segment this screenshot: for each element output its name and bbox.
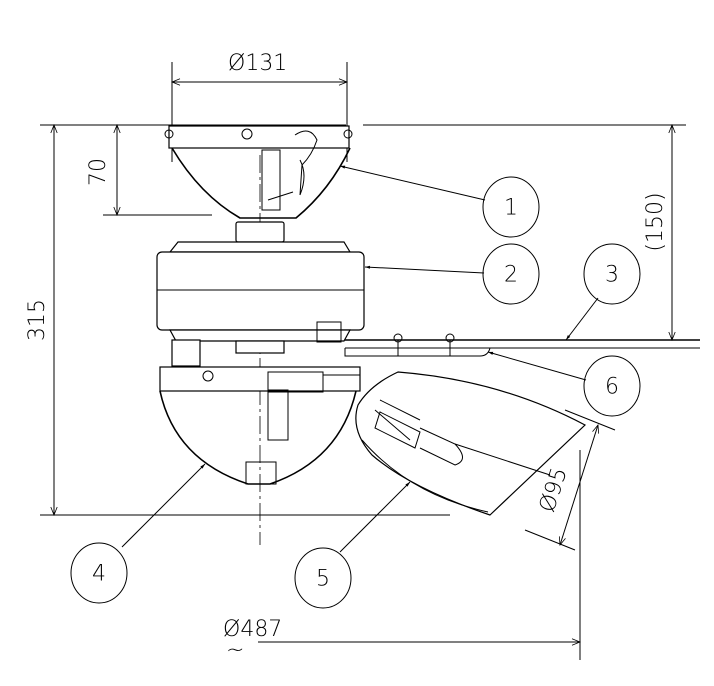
callout-2-label: 2 (504, 263, 518, 288)
callout-4-label: 4 (92, 562, 106, 587)
approx-symbol: ~ (226, 638, 244, 663)
callout-2: 2 (482, 243, 540, 305)
overall-diameter-dimension: Ø487 ~ (223, 450, 580, 663)
callout-3-label: 3 (605, 263, 619, 288)
callout-4: 4 (70, 542, 128, 604)
callout-leaders (121, 165, 599, 553)
lamp-shade (355, 371, 587, 516)
callout-1-label: 1 (504, 196, 518, 221)
motor-housing (156, 241, 365, 354)
overall-height-label: 315 (25, 299, 50, 341)
blade-height-dimension: (150) (643, 125, 672, 340)
light-kit-housing (159, 339, 361, 485)
canopy-diameter-dimension: Ø131 (172, 51, 347, 162)
callout-6: 6 (583, 355, 641, 417)
callout-3: 3 (583, 243, 641, 305)
callout-6-label: 6 (605, 375, 619, 400)
callout-5-label: 5 (316, 567, 330, 592)
canopy-diameter-label: Ø131 (228, 51, 287, 76)
canopy (164, 125, 353, 219)
blade-height-label: (150) (643, 192, 668, 251)
callout-5: 5 (294, 547, 352, 609)
overall-diameter-label: Ø487 (223, 617, 282, 642)
overall-height-dimension: 315 (25, 125, 450, 515)
down-rod (235, 221, 285, 243)
fan-blade (316, 321, 700, 357)
canopy-height-label: 70 (86, 158, 111, 186)
callout-1: 1 (482, 176, 540, 238)
canopy-height-dimension: 70 (86, 125, 212, 215)
